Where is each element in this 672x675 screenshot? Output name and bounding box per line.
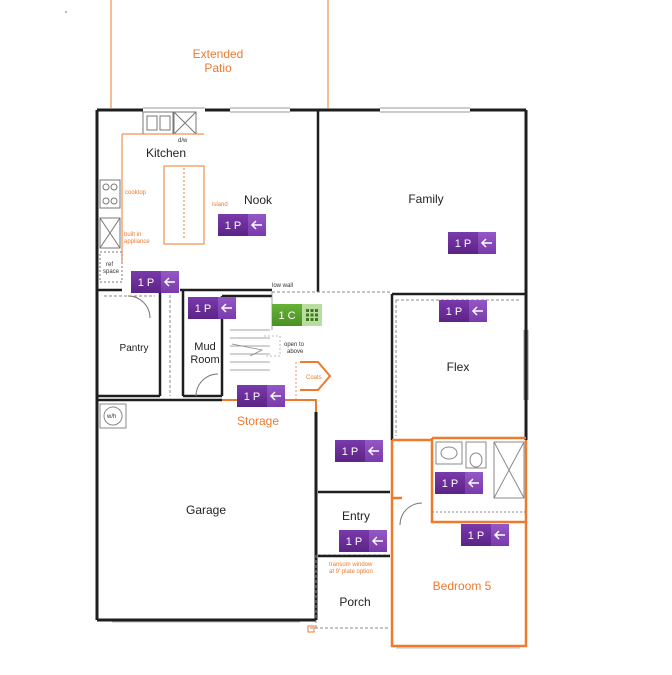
family-badge-label: 1 P [455, 238, 472, 250]
bath-badge[interactable]: 1 P [435, 472, 483, 494]
pantry-label: Pantry [120, 343, 149, 354]
ref-label-1: ref [106, 262, 113, 268]
flex-badge[interactable]: 1 P [439, 300, 487, 322]
mud-room-label-1: Mud [194, 341, 215, 353]
mud-badge-label: 1 P [195, 303, 212, 315]
cooktop-label: cooktop [125, 190, 147, 196]
stairs [230, 292, 273, 371]
bedroom-badge-label: 1 P [468, 530, 485, 542]
patio-label-1: Extended [193, 47, 244, 61]
pantry-door-swing [127, 295, 151, 319]
transom-label-1: transom window [329, 562, 373, 568]
entry-walls [318, 490, 390, 558]
storage-badge[interactable]: 1 P [237, 385, 285, 407]
open-label-2: above [287, 349, 304, 355]
garage-label: Garage [186, 503, 226, 517]
stair-badge-label: 1 C [278, 310, 295, 322]
wh-label: w/h [106, 414, 116, 420]
arrow-left-icon [163, 277, 175, 287]
arrow-left-icon [467, 478, 479, 488]
hall-badge[interactable]: 1 P [335, 440, 383, 462]
porch-post [307, 625, 315, 633]
stair-badge[interactable]: 1 C [272, 304, 322, 326]
nook-badge[interactable]: 1 P [218, 214, 266, 236]
entry-badge-label: 1 P [346, 536, 363, 548]
dashed-lines [104, 290, 520, 629]
open-label-1: open to [284, 342, 305, 348]
arrow-left-icon [269, 391, 281, 401]
arrow-left-icon [220, 303, 232, 313]
entry-door-swing [399, 502, 423, 526]
patio-label-2: Patio [204, 61, 232, 75]
arrow-left-icon [371, 536, 383, 546]
arrow-left-icon [471, 306, 483, 316]
kitchen-lower-badge[interactable]: 1 P [131, 271, 179, 293]
bedroom5-walls [390, 436, 528, 648]
ref-label-2: space [103, 269, 120, 275]
entry-label: Entry [342, 509, 370, 523]
speck [64, 10, 68, 14]
mud-badge[interactable]: 1 P [188, 297, 236, 319]
water-heater-icon [103, 406, 123, 426]
arrow-left-icon [480, 238, 492, 248]
nook-badge-label: 1 P [225, 220, 242, 232]
kitchen-lower-badge-label: 1 P [138, 277, 155, 289]
flex-label: Flex [447, 360, 470, 374]
mud-door-swing [195, 373, 219, 397]
arrow-left-icon [367, 446, 379, 456]
storage-label: Storage [237, 414, 279, 428]
windows-top [143, 107, 470, 113]
hall-badge-label: 1 P [342, 446, 359, 458]
entry-badge[interactable]: 1 P [339, 530, 387, 552]
porch-label: Porch [339, 595, 370, 609]
extended-patio: Extended Patio [110, 0, 329, 108]
storage-badge-label: 1 P [244, 391, 261, 403]
arrow-left-icon [493, 530, 505, 540]
mud-room-label-2: Room [190, 354, 219, 366]
nook-label: Nook [244, 193, 273, 207]
water-heater-box [99, 403, 127, 429]
kitchen-label: Kitchen [146, 146, 186, 160]
family-badge[interactable]: 1 P [448, 232, 496, 254]
bedroom-badge[interactable]: 1 P [461, 524, 509, 546]
flex-badge-label: 1 P [446, 306, 463, 318]
island-label: island [212, 202, 228, 208]
keypad-icon [306, 309, 318, 321]
bath-fixtures [432, 441, 526, 513]
flex-windows [523, 330, 529, 400]
arrow-left-icon [250, 220, 262, 230]
bedroom5-label: Bedroom 5 [433, 579, 492, 593]
dw-label: d/w [178, 138, 188, 144]
low-wall-label: low wall [272, 283, 293, 289]
family-label: Family [408, 192, 443, 206]
built-in-label-1: built in [124, 232, 141, 238]
built-in-label-2: appliance [124, 239, 150, 245]
interior-walls [97, 110, 526, 465]
bath-badge-label: 1 P [442, 478, 459, 490]
open-above-area [264, 335, 281, 357]
transom-label-2: at 9' plate option [329, 569, 373, 575]
kitchen-fixtures [99, 111, 205, 283]
coats-label: Coats [306, 375, 322, 381]
